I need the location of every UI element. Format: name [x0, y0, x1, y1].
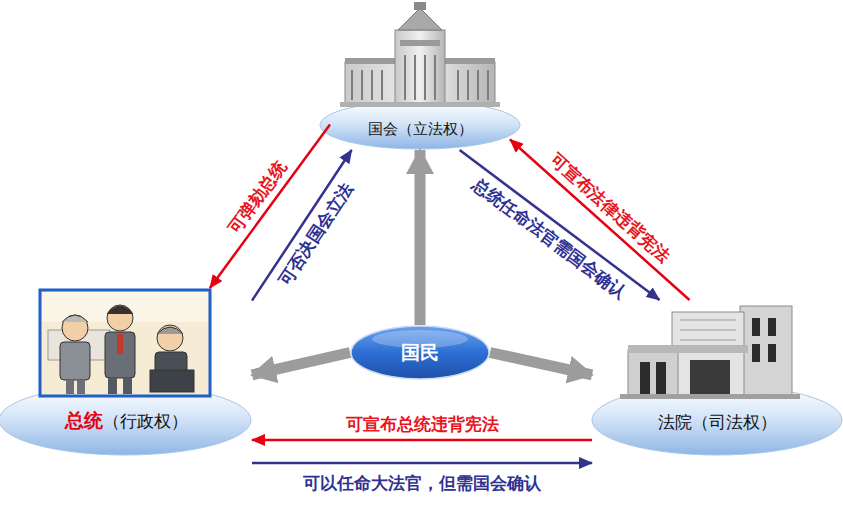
node-label: 法院（司法权）: [658, 412, 777, 432]
edge-label: 可宣布总统违背宪法: [345, 414, 498, 434]
node-box: 国会（立法权）: [330, 0, 510, 150]
diet-building: [340, 2, 500, 107]
node-box: 总统（行政权）: [0, 288, 252, 468]
connector-arrow: [252, 439, 592, 442]
node-label: （行政权）: [103, 411, 188, 431]
node-box: 法院（司法权）: [592, 300, 842, 468]
text-row: 总统（行政权）: [65, 409, 188, 432]
node-box: 国民: [350, 325, 490, 380]
connector-arrow: [210, 125, 330, 289]
node-label: 国民: [401, 341, 439, 364]
connector-arrow: [415, 150, 426, 325]
connector-arrow: [252, 462, 592, 465]
platform: [592, 385, 842, 455]
node-label: 总统: [65, 409, 103, 432]
edge-label: 可以任命大法官，但需国会确认: [303, 473, 541, 493]
edge-label: 可否决国会立法: [274, 179, 356, 289]
node-label: 国会（立法权）: [368, 120, 473, 138]
platform: [320, 101, 520, 149]
connector-arrow: [490, 353, 592, 375]
court-building: [620, 306, 800, 399]
president-picture: [40, 290, 210, 396]
connector-arrow: [252, 353, 350, 375]
